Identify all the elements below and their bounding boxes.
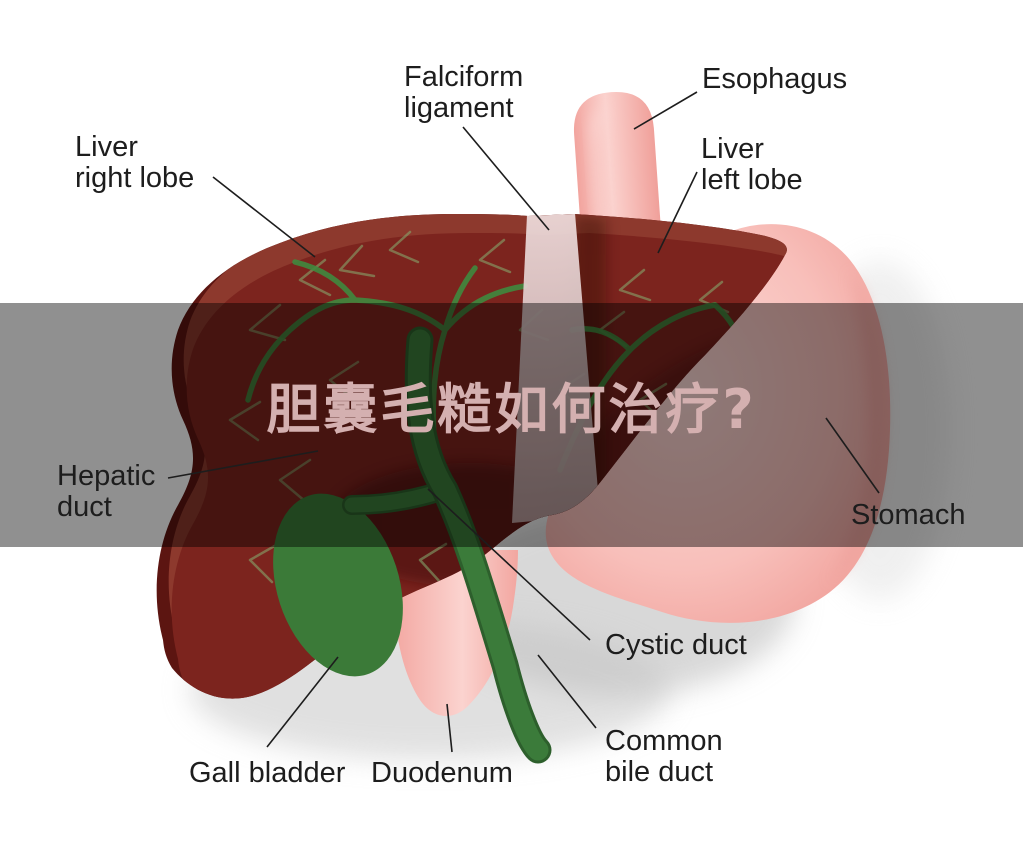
- gall-bladder-shape: [273, 493, 403, 677]
- label-esophagus: Esophagus: [702, 63, 848, 95]
- esophagus-line: [633, 91, 698, 130]
- banner-caption: 胆囊毛糙如何治疗?: [266, 378, 757, 441]
- gall-bladder-line: [266, 656, 339, 748]
- esophagus-shape: [574, 92, 662, 241]
- falciform-ligament-shape: [512, 214, 600, 523]
- common-bile-duct-line: [537, 654, 597, 729]
- cystic-duct-line: [427, 488, 591, 641]
- label-gall-bladder: Gall bladder: [189, 757, 346, 789]
- label-hepatic-duct: Hepatic duct: [57, 460, 156, 523]
- duodenum-line: [446, 703, 453, 753]
- banner-overlay: [0, 303, 1023, 547]
- label-falciform-ligament: Falciform ligament: [404, 61, 524, 124]
- label-cystic-duct: Cystic duct: [605, 629, 747, 661]
- label-common-bile-duct: Common bile duct: [605, 725, 723, 788]
- liver-right-lobe-line: [212, 176, 316, 258]
- liver-left-lobe-line: [657, 171, 698, 254]
- label-stomach: Stomach: [851, 499, 966, 531]
- hepatic-vessel-tree: [245, 259, 747, 481]
- hepatic-duct-line: [167, 450, 319, 479]
- stomach-shape: [545, 224, 891, 623]
- stomach-line: [825, 417, 880, 494]
- leader-lines: [167, 91, 880, 753]
- falciform-ligament-line: [462, 126, 550, 231]
- label-liver-right-lobe: Liver right lobe: [75, 131, 195, 194]
- label-duodenum: Duodenum: [371, 757, 513, 789]
- label-liver-left-lobe: Liver left lobe: [701, 133, 803, 196]
- bile-ducts: [342, 326, 552, 764]
